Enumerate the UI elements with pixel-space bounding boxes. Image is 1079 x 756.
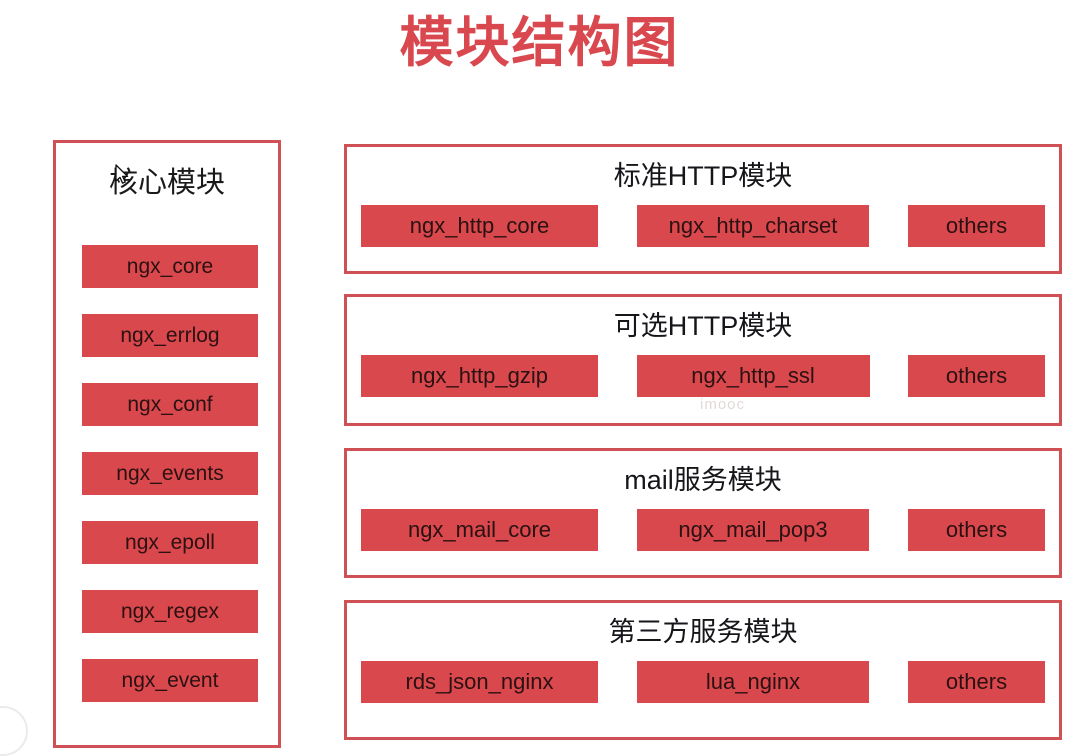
module-chip-label: others <box>945 669 1008 694</box>
module-group-chip-list: ngx_mail_core ngx_mail_pop3 others <box>361 509 1045 551</box>
module-chip[interactable]: ngx_mail_core <box>361 509 598 551</box>
core-module-chip[interactable]: ngx_events <box>82 452 258 495</box>
module-group-chip-list: ngx_http_gzip ngx_http_ssl others <box>361 355 1045 397</box>
module-chip-others[interactable]: others <box>908 661 1045 703</box>
module-group-chip-list: rds_json_nginx lua_nginx others <box>361 661 1045 703</box>
core-module-label: ngx_core <box>126 254 214 278</box>
core-module-label: ngx_regex <box>120 599 220 623</box>
watermark-circle-icon <box>0 706 28 756</box>
core-module-label: ngx_event <box>121 668 219 692</box>
module-group-chip-list: ngx_http_core ngx_http_charset others <box>361 205 1045 247</box>
core-module-chip[interactable]: ngx_epoll <box>82 521 258 564</box>
module-group-title: 可选HTTP模块 <box>613 311 793 341</box>
module-group-panel-mail: mail服务模块 ngx_mail_core ngx_mail_pop3 oth… <box>344 448 1062 578</box>
module-chip-label: ngx_http_core <box>409 213 550 238</box>
core-module-label: ngx_events <box>116 461 224 485</box>
module-chip-label: ngx_mail_core <box>407 517 552 542</box>
module-group-title: 第三方服务模块 <box>608 617 798 647</box>
core-module-chip[interactable]: ngx_errlog <box>82 314 258 357</box>
module-group-title: mail服务模块 <box>624 465 782 495</box>
core-module-chip[interactable]: ngx_conf <box>82 383 258 426</box>
core-module-chip[interactable]: ngx_core <box>82 245 258 288</box>
module-chip[interactable]: rds_json_nginx <box>361 661 598 703</box>
module-chip-label: others <box>945 213 1008 238</box>
module-chip-others[interactable]: others <box>908 509 1045 551</box>
module-chip-label: ngx_http_gzip <box>411 363 548 388</box>
core-module-label: ngx_conf <box>127 392 213 416</box>
module-chip-others[interactable]: others <box>908 205 1045 247</box>
core-module-label: ngx_epoll <box>125 530 215 554</box>
module-chip[interactable]: ngx_http_core <box>361 205 598 247</box>
module-group-title: 标准HTTP模块 <box>613 161 793 191</box>
core-module-panel-title: 核心模块 <box>108 167 225 199</box>
core-module-panel: 核心模块 ngx_core ngx_errlog ngx_conf ngx_ev… <box>53 140 281 748</box>
core-module-chip[interactable]: ngx_event <box>82 659 258 702</box>
module-chip-label: lua_nginx <box>705 669 801 694</box>
module-chip[interactable]: ngx_mail_pop3 <box>637 509 869 551</box>
core-module-list: ngx_core ngx_errlog ngx_conf ngx_events … <box>82 245 258 728</box>
module-chip-label: ngx_mail_pop3 <box>678 517 828 542</box>
module-chip-label: ngx_http_ssl <box>691 363 815 388</box>
core-module-label: ngx_errlog <box>120 323 220 347</box>
module-chip[interactable]: ngx_http_charset <box>637 205 869 247</box>
module-group-column: 标准HTTP模块 ngx_http_core ngx_http_charset … <box>344 0 1064 750</box>
module-chip-label: ngx_http_charset <box>668 213 838 238</box>
module-chip-label: rds_json_nginx <box>405 669 554 694</box>
module-group-panel-optional-http: 可选HTTP模块 ngx_http_gzip ngx_http_ssl othe… <box>344 294 1062 426</box>
core-module-chip[interactable]: ngx_regex <box>82 590 258 633</box>
module-chip-others[interactable]: others <box>908 355 1045 397</box>
page-title: 模块结构图 <box>399 13 680 73</box>
module-group-panel-standard-http: 标准HTTP模块 ngx_http_core ngx_http_charset … <box>344 144 1062 274</box>
module-chip-label: others <box>945 517 1008 542</box>
module-group-panel-third-party: 第三方服务模块 rds_json_nginx lua_nginx others <box>344 600 1062 740</box>
module-chip[interactable]: ngx_http_gzip <box>361 355 598 397</box>
module-chip[interactable]: ngx_http_ssl <box>636 355 870 397</box>
module-chip-label: others <box>945 363 1008 388</box>
module-chip[interactable]: lua_nginx <box>637 661 869 703</box>
